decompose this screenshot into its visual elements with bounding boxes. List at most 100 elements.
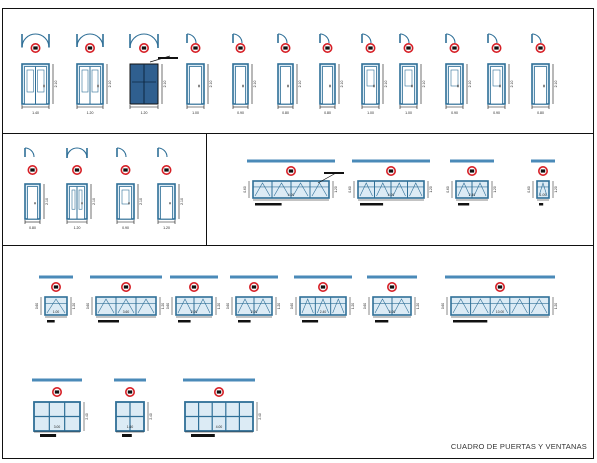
swing-arc <box>445 33 456 44</box>
tag-center <box>452 46 457 50</box>
type-tag-icon <box>139 42 150 53</box>
height-label: 1.20 <box>72 303 76 309</box>
window-sash-mark <box>46 298 66 314</box>
door-elevation: 1.202.10 <box>66 183 96 230</box>
height-label: 0.60 <box>290 303 294 309</box>
width-label: 1.60 <box>127 425 134 429</box>
type-tag-icon <box>280 42 291 53</box>
sheet-frame <box>2 8 594 459</box>
window-sill <box>360 203 384 206</box>
height-label: 2.10 <box>422 81 426 88</box>
width-label: 0.80 <box>537 111 544 115</box>
window-elevation: 4.002.40 <box>183 378 262 437</box>
door-elevation: 1.002.10 <box>399 63 426 115</box>
height-label: 1.20 <box>554 186 558 192</box>
tag-center <box>164 168 169 172</box>
tag-center <box>33 46 38 50</box>
type-tag-icon <box>385 166 396 177</box>
height-label: 1.20 <box>429 186 433 192</box>
door-leaf <box>322 66 333 105</box>
outer-border <box>2 8 594 459</box>
door-glass <box>450 69 459 87</box>
swing-arc <box>116 147 127 158</box>
type-tag-icon <box>125 386 136 397</box>
height-label: 1.20 <box>161 303 165 309</box>
door-swing-icon <box>157 147 168 158</box>
window-sill <box>539 203 544 206</box>
width-label: 3.00 <box>389 310 396 314</box>
door-swing-icon <box>21 33 50 48</box>
type-tag-icon <box>403 42 414 53</box>
tag-center <box>123 285 129 289</box>
door-swing-icon <box>129 33 159 49</box>
width-label: 3.60 <box>123 310 130 314</box>
door-leaf <box>402 66 415 105</box>
door-glass <box>37 69 45 93</box>
door-swing-icon <box>66 147 88 159</box>
door-swing-icon <box>186 33 197 44</box>
window-sash-mark <box>376 182 390 197</box>
door-glass <box>492 69 501 87</box>
type-tag-icon <box>249 281 260 292</box>
tag-center <box>123 168 128 172</box>
type-tag-icon <box>214 386 225 397</box>
type-tag-icon <box>30 42 41 53</box>
door-glass <box>121 189 130 205</box>
door-elevation: 0.902.10 <box>116 183 143 230</box>
type-tag-icon <box>190 42 201 53</box>
window-sill <box>122 434 132 437</box>
swing-arc <box>399 33 410 44</box>
window-sash-mark <box>452 298 469 314</box>
window-sash-mark <box>538 181 548 197</box>
tag-center <box>216 390 222 394</box>
height-label: 2.10 <box>384 81 388 88</box>
window-sash-mark <box>177 298 193 314</box>
width-label: 2.00 <box>251 310 258 314</box>
height-label: 2.10 <box>554 81 558 88</box>
type-tag-icon <box>317 281 328 292</box>
window-sash-mark <box>472 298 489 314</box>
type-tag-icon <box>537 166 548 177</box>
width-label: 0.90 <box>122 226 129 230</box>
swing-arc <box>76 147 88 159</box>
window-sill <box>98 320 119 323</box>
window-sash-mark <box>511 298 528 314</box>
width-label: 4.00 <box>388 193 395 197</box>
width-label: 1.20 <box>141 111 148 115</box>
height-label: 0.60 <box>166 303 170 309</box>
door-leaf <box>189 66 202 105</box>
door-elevation: 1.002.10 <box>186 63 213 115</box>
window-sash-mark <box>491 298 509 314</box>
window-sill <box>255 203 282 206</box>
type-tag-icon <box>161 165 172 176</box>
door-elevation: 1.202.10 <box>129 63 167 115</box>
window-sash-mark <box>254 182 271 197</box>
window-sash-mark <box>255 298 271 314</box>
height-label: 0.60 <box>35 303 39 309</box>
swing-arc <box>186 33 197 44</box>
width-label: 1.00 <box>192 111 199 115</box>
height-label: 2.10 <box>253 81 257 88</box>
window-sash-mark <box>97 298 115 314</box>
tag-center <box>141 46 147 50</box>
height-label: 2.40 <box>149 413 153 419</box>
door-elevation: 0.802.10 <box>319 63 344 115</box>
width-label: 2.40 <box>320 310 327 314</box>
height-label: 2.10 <box>92 198 96 205</box>
window-sill <box>458 203 470 206</box>
height-label: 2.40 <box>85 413 89 419</box>
tag-center <box>193 46 198 50</box>
window-frame <box>95 296 157 316</box>
window-elevation: 3.60 0.60 1.20 <box>86 275 165 323</box>
window-sill <box>178 320 191 323</box>
type-tag-icon <box>449 42 460 53</box>
width-label: 4.00 <box>216 425 223 429</box>
width-label: 10.00 <box>496 310 504 314</box>
tag-center <box>538 46 543 50</box>
height-label: 0.60 <box>86 303 90 309</box>
tag-center <box>368 46 373 50</box>
